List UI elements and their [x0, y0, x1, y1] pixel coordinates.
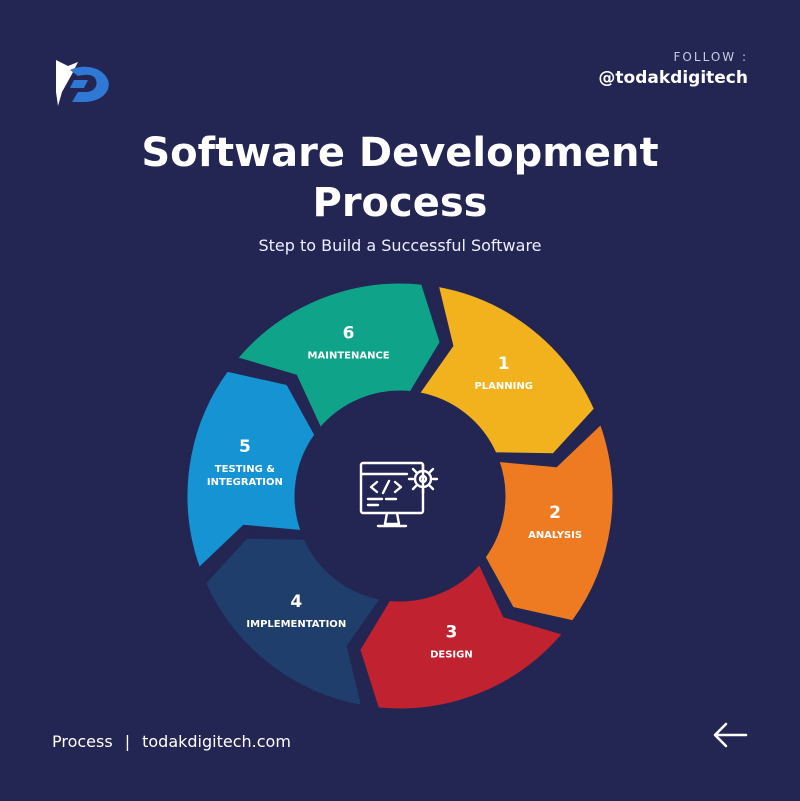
arrow-left-icon[interactable]	[710, 718, 750, 752]
footer-separator: |	[124, 732, 131, 751]
title-line-2: Process	[312, 180, 488, 226]
cycle-segment-6	[233, 280, 443, 432]
footer-section-label: Process	[52, 732, 113, 751]
step-number-3: 3	[445, 622, 457, 642]
step-label-5: TESTING &	[215, 464, 275, 475]
todak-logo	[56, 60, 109, 106]
follow-label: FOLLOW :	[673, 50, 748, 64]
footer: Process | todakdigitech.com	[52, 732, 291, 751]
cycle-segment-1	[415, 283, 598, 457]
title-line-1: Software Development	[141, 130, 659, 176]
step-label-1: PLANNING	[474, 381, 532, 392]
step-number-6: 6	[343, 324, 355, 344]
code-monitor-gear-icon	[359, 461, 439, 528]
page-title: Software Development Process	[0, 128, 800, 228]
cycle-segment-5	[184, 368, 318, 572]
page-subtitle: Step to Build a Successful Software	[258, 236, 542, 255]
cycle-segment-3	[357, 560, 567, 712]
step-number-1: 1	[498, 354, 510, 374]
step-label-6: MAINTENANCE	[308, 351, 390, 362]
step-number-2: 2	[549, 503, 561, 523]
cycle-segment-2	[482, 420, 616, 624]
footer-website-link[interactable]: todakdigitech.com	[142, 732, 291, 751]
step-label-2: ANALYSIS	[528, 530, 582, 541]
step-number-5: 5	[239, 437, 251, 457]
step-label-4: IMPLEMENTATION	[246, 619, 346, 630]
cycle-segment-4	[202, 535, 385, 709]
social-handle[interactable]: @todakdigitech	[598, 68, 748, 88]
step-number-4: 4	[290, 592, 302, 612]
cycle-segments	[184, 280, 616, 712]
step-label-3: DESIGN	[430, 649, 473, 660]
step-label-5: INTEGRATION	[207, 477, 283, 488]
follow-block: FOLLOW : @todakdigitech	[598, 50, 748, 88]
